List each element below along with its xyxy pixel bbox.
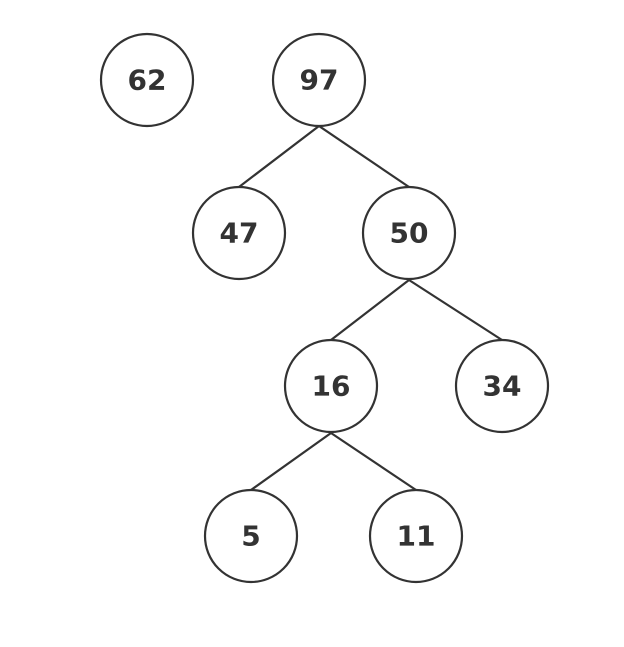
node-11-circle — [368, 488, 464, 584]
node-16: 16 — [283, 338, 379, 434]
node-5-label: 5 — [241, 520, 260, 553]
edge-16-5 — [249, 431, 333, 492]
node-5-circle — [203, 488, 299, 584]
node-50-circle — [361, 185, 457, 281]
node-5: 5 — [203, 488, 299, 584]
node-16-circle — [283, 338, 379, 434]
edge-50-34 — [407, 278, 504, 342]
edge-97-50 — [317, 124, 411, 189]
node-62: 62 — [99, 32, 195, 128]
node-47-label: 47 — [220, 217, 259, 250]
nodes-layer: 62 97 47 50 16 34 5 11 — [99, 32, 550, 584]
node-97-label: 97 — [300, 64, 339, 97]
node-11-label: 11 — [397, 520, 436, 553]
node-34-circle — [454, 338, 550, 434]
node-62-circle — [99, 32, 195, 128]
node-16-label: 16 — [312, 370, 351, 403]
node-47: 47 — [191, 185, 287, 281]
node-47-circle — [191, 185, 287, 281]
node-97: 97 — [271, 32, 367, 128]
node-34: 34 — [454, 338, 550, 434]
edge-16-11 — [329, 431, 418, 492]
edge-50-16 — [329, 278, 411, 342]
edge-97-47 — [237, 124, 321, 189]
node-50: 50 — [361, 185, 457, 281]
node-62-label: 62 — [128, 64, 167, 97]
node-97-circle — [271, 32, 367, 128]
node-50-label: 50 — [390, 217, 429, 250]
node-34-label: 34 — [483, 370, 522, 403]
edges-layer — [237, 124, 504, 492]
node-11: 11 — [368, 488, 464, 584]
